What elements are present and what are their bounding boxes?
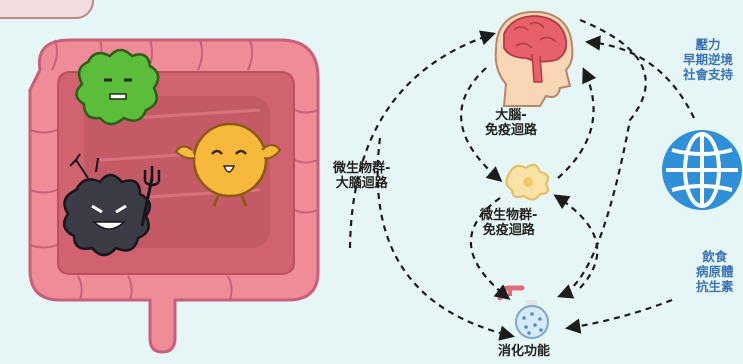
gut-microbe-icon <box>497 285 549 339</box>
arrow-left-down <box>376 137 515 341</box>
label-digestion: 消化功能 <box>498 344 551 359</box>
arrow-paths <box>348 18 695 341</box>
arrow-right-up <box>564 298 673 334</box>
green-microbe <box>75 48 160 126</box>
immune-cell-icon <box>505 163 549 201</box>
arrow-left-up <box>348 30 496 249</box>
label-microbe-immune: 微生物群-免疫迴路 <box>480 208 538 239</box>
label-factors-top: 壓力早期逆境社會支持 <box>683 37 734 82</box>
arrow-right-down <box>557 18 647 299</box>
arrow-brain-to-cell <box>460 67 503 183</box>
label-factors-bottom: 飲食病原體抗生素 <box>696 249 734 294</box>
dark-microbe <box>62 153 161 257</box>
arrow-cell-to-gut <box>469 197 511 300</box>
label-microbe-brain: 微生物群-大腦迴路 <box>333 161 391 192</box>
head-brain-icon <box>494 10 574 107</box>
yellow-microbe <box>174 122 282 207</box>
arrow-cell-to-brain <box>557 67 597 179</box>
arrow-gut-to-cell <box>553 194 599 289</box>
arrow-top-to-head <box>584 35 695 119</box>
globe-icon <box>662 130 742 210</box>
label-brain-immune: 大腦-免疫迴路 <box>485 108 538 139</box>
